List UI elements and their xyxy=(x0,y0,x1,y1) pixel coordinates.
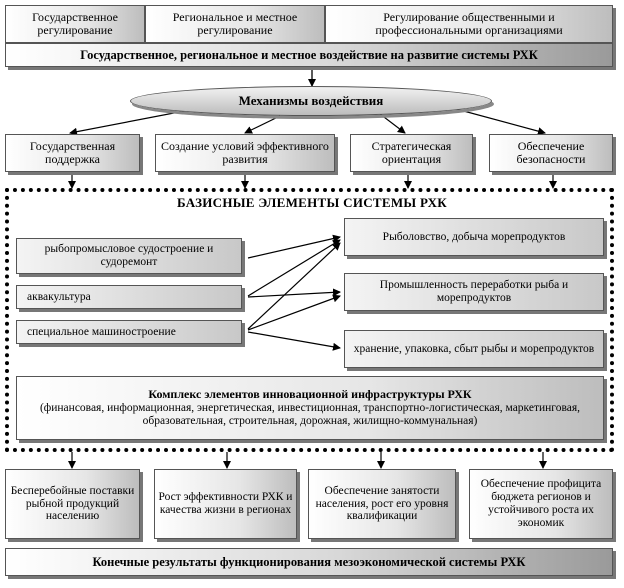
mechanism-effective-development: Создание условий эффективного развития xyxy=(155,134,335,172)
top-regional-regulation: Региональное и местное регулирование xyxy=(145,5,325,43)
influence-bar: Государственное, региональное и местное … xyxy=(5,43,613,67)
arrow-l3-r2 xyxy=(247,294,341,331)
arrow-mech-3 xyxy=(379,113,406,134)
element-processing: Промышленность переработки рыба и морепр… xyxy=(344,273,604,311)
result-efficiency: Рост эффективности РХК и качества жизни … xyxy=(154,469,297,539)
innovation-infrastructure-body: (финансовая, информационная, энергетичес… xyxy=(39,401,581,427)
mechanism-safety: Обеспечение безопасности xyxy=(489,134,613,172)
mechanism-state-support: Государственная поддержка xyxy=(5,134,140,172)
element-storage-sales: хранение, упаковка, сбыт рыбы и морепрод… xyxy=(344,330,604,368)
result-employment: Обеспечение занятости населения, рост ег… xyxy=(308,469,456,539)
mechanisms-ellipse: Механизмы воздействия xyxy=(130,86,492,116)
arrow-mech-1 xyxy=(69,107,201,136)
base-elements-frame xyxy=(5,188,614,452)
top-public-regulation: Регулирование общественными и профессион… xyxy=(325,5,613,43)
element-shipbuilding: рыбопромысловое судостроение и судоремон… xyxy=(16,238,242,274)
result-supplies: Бесперебойные поставки рыбной продукций … xyxy=(5,469,140,539)
element-aquaculture: аквакультура xyxy=(16,285,242,309)
element-fishing: Рыболовство, добыча морепродуктов xyxy=(344,218,604,256)
element-special-engineering: специальное машиностроение xyxy=(16,320,242,344)
innovation-infrastructure: Комплекс элементов инновационной инфраст… xyxy=(16,376,604,440)
top-state-regulation: Государственное регулирование xyxy=(5,5,145,43)
arrow-l2-r1 xyxy=(247,239,341,297)
arrow-l3-r1 xyxy=(247,242,341,330)
arrow-l1-r1 xyxy=(247,234,341,259)
final-results-bar: Конечные результаты функционирования мез… xyxy=(5,548,613,576)
arrow-mech-4 xyxy=(444,105,546,136)
base-elements-title: БАЗИСНЫЕ ЭЛЕМЕНТЫ СИСТЕМЫ РХК xyxy=(176,195,448,210)
arrow-l3-r3 xyxy=(247,331,341,351)
arrow-l2-r2 xyxy=(247,288,341,298)
arrow-mech-2 xyxy=(244,115,281,134)
result-budget: Обеспечение профицита бюджета регионов и… xyxy=(469,469,613,539)
mechanism-strategic-orientation: Стратегическая ориентация xyxy=(350,134,473,172)
innovation-infrastructure-title: Комплекс элементов инновационной инфраст… xyxy=(148,387,472,402)
